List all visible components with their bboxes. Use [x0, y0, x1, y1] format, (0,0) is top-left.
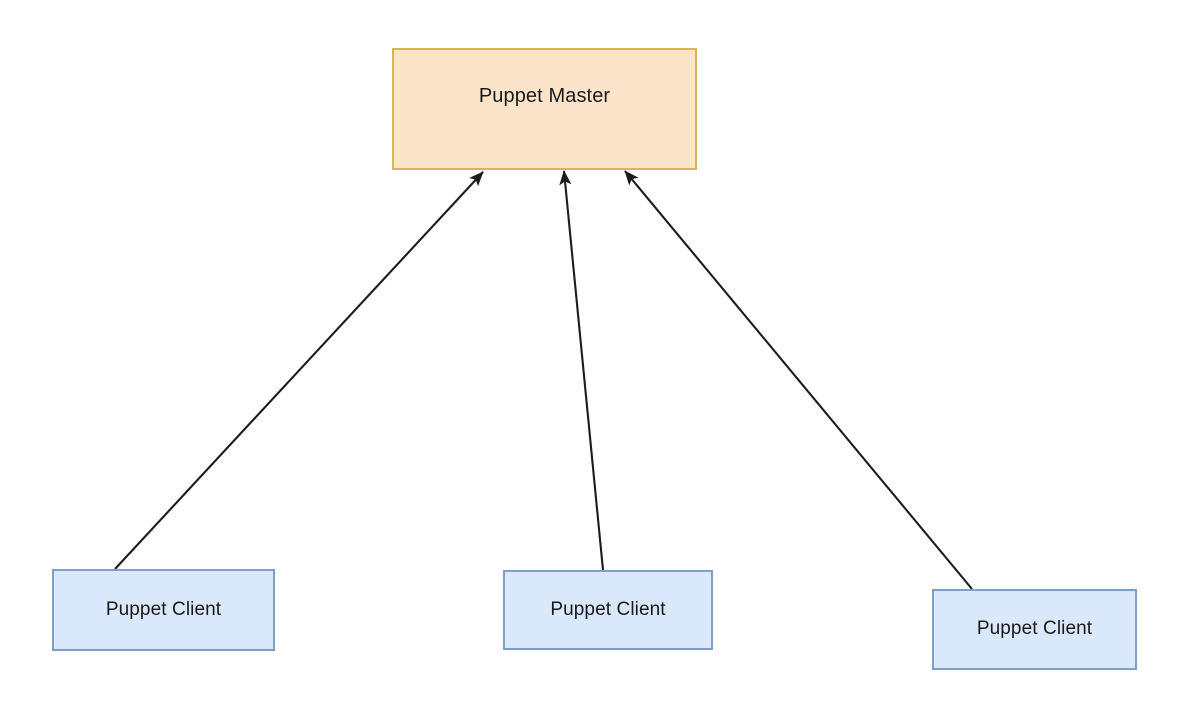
- edge-client-1-to-master: [114, 171, 484, 570]
- node-puppet-client-1[interactable]: Puppet Client: [52, 569, 275, 651]
- node-puppet-master[interactable]: Puppet Master: [392, 48, 697, 170]
- edge-client-2-to-master: [559, 170, 605, 571]
- node-puppet-master-label: Puppet Master: [478, 85, 611, 107]
- node-puppet-client-2[interactable]: Puppet Client: [503, 570, 713, 650]
- node-puppet-client-3-label: Puppet Client: [976, 618, 1093, 640]
- node-puppet-client-1-label: Puppet Client: [105, 598, 222, 620]
- edge-client-3-to-master: [624, 170, 973, 590]
- node-puppet-client-2-label: Puppet Client: [550, 598, 666, 620]
- node-puppet-client-3[interactable]: Puppet Client: [932, 589, 1137, 670]
